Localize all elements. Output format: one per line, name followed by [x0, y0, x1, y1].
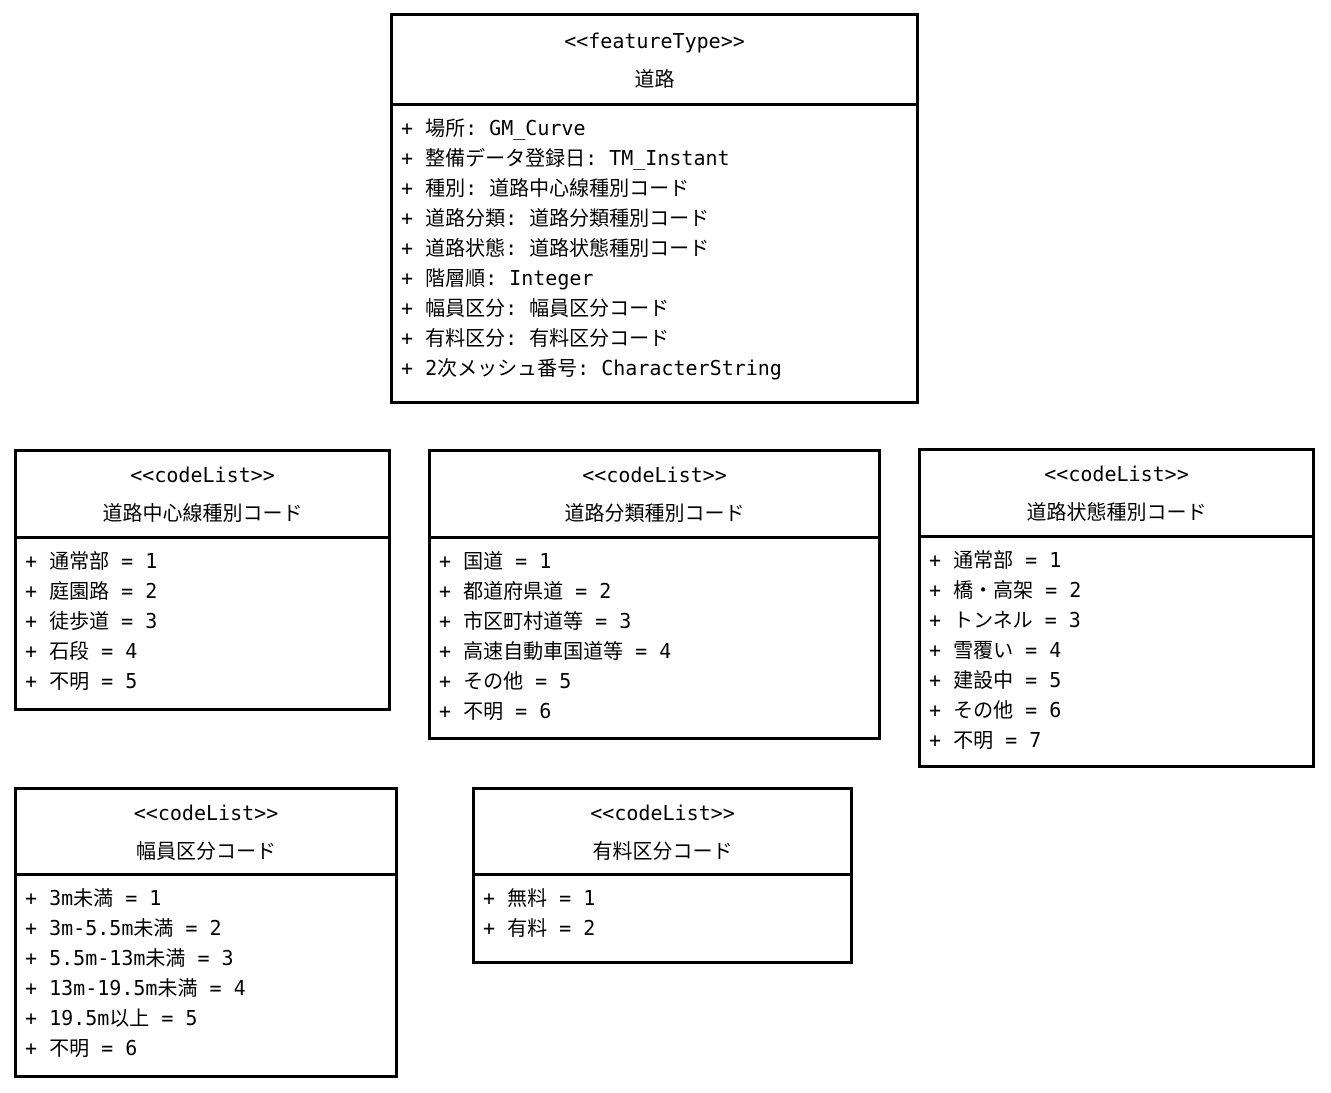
attribute-line: + 通常部 = 1 [25, 549, 158, 573]
attribute-line: + 幅員区分: 幅員区分コード [401, 296, 670, 320]
attribute-line: + 無料 = 1 [483, 886, 596, 910]
attribute-compartment: + 通常部 = 1 + 庭園路 = 2 + 徒歩道 = 3 + 石段 = 4 +… [17, 539, 388, 696]
attribute-line: + 国道 = 1 [439, 549, 552, 573]
attribute-compartment: + 通常部 = 1 + 橋・高架 = 2 + トンネル = 3 + 雪覆い = … [921, 538, 1312, 755]
class-name: 道路 [634, 66, 675, 91]
attribute-line: + 都道府県道 = 2 [439, 579, 612, 603]
class-name: 道路中心線種別コード [102, 501, 303, 525]
attribute-line: + 石段 = 4 [25, 639, 138, 663]
class-name: 幅員区分コード [136, 838, 276, 863]
class-title-compartment: <<codeList>> 有料区分コード [475, 790, 850, 876]
class-box-road-feature: <<featureType>> 道路 + 場所: GM_Curve + 整備デー… [390, 13, 919, 404]
class-name: 有料区分コード [592, 838, 733, 863]
stereotype-label: <<codeList>> [133, 800, 279, 825]
attribute-line: + 不明 = 6 [439, 699, 552, 723]
attribute-line: + その他 = 6 [929, 698, 1062, 722]
codelist-box-toll-class: <<codeList>> 有料区分コード + 無料 = 1 + 有料 = 2 [472, 787, 853, 964]
attribute-line: + 橋・高架 = 2 [929, 578, 1082, 602]
class-title-compartment: <<featureType>> 道路 [393, 16, 916, 106]
attribute-line: + 道路分類: 道路分類種別コード [401, 206, 710, 230]
attribute-compartment: + 国道 = 1 + 都道府県道 = 2 + 市区町村道等 = 3 + 高速自動… [431, 539, 878, 726]
attribute-line: + 市区町村道等 = 3 [439, 609, 632, 633]
attribute-line: + 不明 = 6 [25, 1036, 138, 1060]
class-title-compartment: <<codeList>> 道路分類種別コード [431, 452, 878, 539]
attribute-line: + 建設中 = 5 [929, 668, 1062, 692]
attribute-line: + 不明 = 5 [25, 669, 138, 693]
attribute-line: + 不明 = 7 [929, 728, 1042, 752]
attribute-line: + 整備データ登録日: TM_Instant [401, 146, 730, 170]
attribute-line: + 5.5m-13m未満 = 3 [25, 946, 234, 970]
attribute-line: + 2次メッシュ番号: CharacterString [401, 356, 782, 380]
attribute-line: + 雪覆い = 4 [929, 638, 1062, 662]
attribute-line: + 有料 = 2 [483, 916, 596, 940]
codelist-box-road-condition-type: <<codeList>> 道路状態種別コード + 通常部 = 1 + 橋・高架 … [918, 448, 1315, 768]
attribute-line: + 庭園路 = 2 [25, 579, 158, 603]
codelist-box-width-class: <<codeList>> 幅員区分コード + 3m未満 = 1 + 3m-5.5… [14, 787, 398, 1078]
attribute-line: + その他 = 5 [439, 669, 572, 693]
attribute-compartment: + 3m未満 = 1 + 3m-5.5m未満 = 2 + 5.5m-13m未満 … [17, 876, 395, 1063]
attribute-line: + 19.5m以上 = 5 [25, 1006, 198, 1030]
class-name: 道路分類種別コード [564, 501, 745, 525]
attribute-line: + 3m未満 = 1 [25, 886, 162, 910]
attribute-line: + 有料区分: 有料区分コード [401, 326, 670, 350]
stereotype-label: <<codeList>> [1044, 462, 1189, 486]
attribute-line: + 3m-5.5m未満 = 2 [25, 916, 222, 940]
attribute-line: + 道路状態: 道路状態種別コード [401, 236, 710, 260]
attribute-line: + 徒歩道 = 3 [25, 609, 158, 633]
stereotype-label: <<codeList>> [590, 800, 735, 825]
attribute-line: + 階層順: Integer [401, 266, 594, 290]
attribute-line: + 高速自動車国道等 = 4 [439, 639, 672, 663]
class-title-compartment: <<codeList>> 道路中心線種別コード [17, 452, 388, 539]
attribute-line: + 通常部 = 1 [929, 548, 1062, 572]
attribute-line: + 13m-19.5m未満 = 4 [25, 976, 246, 1000]
codelist-box-road-centerline-type: <<codeList>> 道路中心線種別コード + 通常部 = 1 + 庭園路 … [14, 449, 391, 711]
attribute-line: + トンネル = 3 [929, 608, 1081, 632]
codelist-box-road-classification-type: <<codeList>> 道路分類種別コード + 国道 = 1 + 都道府県道 … [428, 449, 881, 740]
attribute-compartment: + 無料 = 1 + 有料 = 2 [475, 876, 850, 943]
attribute-line: + 種別: 道路中心線種別コード [401, 176, 690, 200]
attribute-line: + 場所: GM_Curve [401, 116, 586, 140]
stereotype-label: <<featureType>> [564, 28, 745, 53]
class-title-compartment: <<codeList>> 道路状態種別コード [921, 451, 1312, 538]
attribute-compartment: + 場所: GM_Curve + 整備データ登録日: TM_Instant + … [393, 106, 916, 383]
class-title-compartment: <<codeList>> 幅員区分コード [17, 790, 395, 876]
class-name: 道路状態種別コード [1026, 500, 1207, 524]
stereotype-label: <<codeList>> [582, 463, 727, 487]
stereotype-label: <<codeList>> [130, 463, 275, 487]
